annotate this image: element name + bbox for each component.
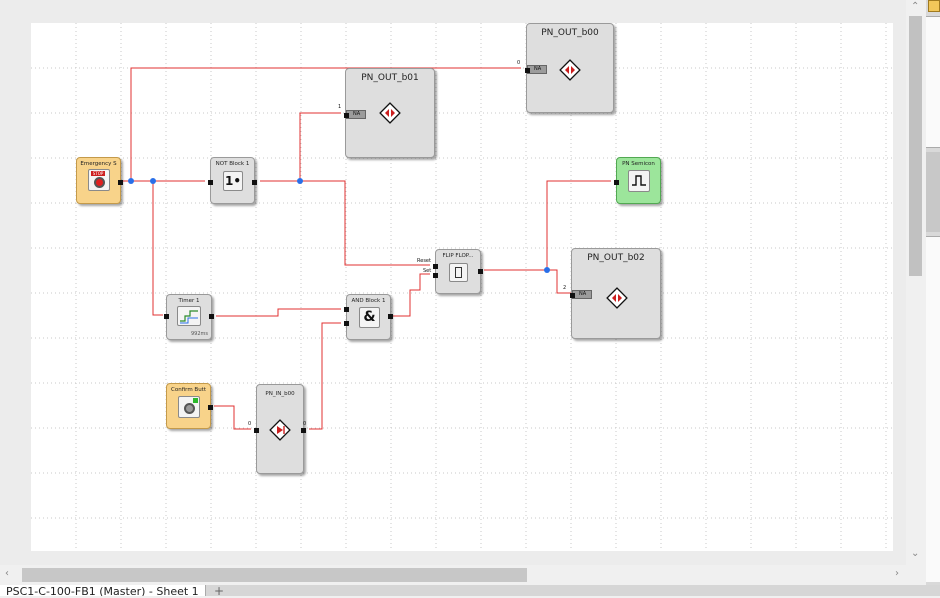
input-pin[interactable] [344,321,349,326]
and-gate-icon: & [359,307,380,328]
flip-flop-block[interactable]: FLIP FLOP... [433,249,483,294]
stop-badge: STOP [91,171,105,176]
block-title: PN_OUT_b01 [361,73,419,83]
scroll-left-icon[interactable]: ‹ [5,568,9,579]
timer-icon [177,306,201,326]
output-pin[interactable] [301,428,306,433]
network-input-icon [269,419,291,441]
add-sheet-icon[interactable]: + [214,584,225,598]
block-title: NOT Block 1 [215,161,250,167]
horizontal-scroll-thumb[interactable] [22,568,527,582]
output-pin[interactable] [118,180,123,185]
confirm-button-icon [178,396,200,418]
reset-label: Reset [417,258,431,264]
pn-out-b00-block[interactable]: PN_OUT_b00 NA [525,23,614,113]
block-title: Timer 1 [178,298,200,304]
input-pin[interactable] [254,428,259,433]
right-panel [926,0,940,585]
na-input-pin[interactable]: NA [570,290,592,299]
scroll-down-icon[interactable]: ⌄ [911,548,920,559]
step-wave-icon [180,310,198,324]
set-input-pin[interactable] [433,273,438,278]
panel-section [926,16,940,148]
block-title: PN Semicon [622,161,655,167]
pin-index: 1 [338,104,342,110]
block-title: Confirm Butt [171,387,206,393]
wire-junction [544,267,550,273]
output-pin[interactable] [208,405,213,410]
network-output-icon [606,287,628,309]
pn-out-b02-block[interactable]: PN_OUT_b02 NA [570,248,661,339]
block-title: FLIP FLOP... [442,253,474,259]
not-gate-icon: 1• [223,171,243,191]
block-title: PN_OUT_b02 [587,253,645,263]
output-pin[interactable] [252,180,257,185]
na-input-pin[interactable]: NA [525,65,547,74]
block-title: AND Block 1 [351,298,386,304]
pin-index: 2 [563,285,567,291]
timer-block[interactable]: Timer 1 992ms [164,294,214,340]
vertical-scroll-thumb[interactable] [909,16,922,276]
block-title: PN_IN_b00 [265,391,295,397]
output-pin[interactable] [209,314,214,319]
and-block[interactable]: AND Block 1 & [344,294,393,340]
pn-in-block[interactable]: PN_IN_b00 [254,384,306,474]
flip-flop-icon [449,263,468,282]
input-index: 0 [248,421,252,427]
input-pin[interactable] [614,180,619,185]
logic-editor: Emergency S STOP NOT Block 1 1• Timer 1 … [31,23,893,551]
vertical-scrollbar[interactable]: ⌃ ⌄ [906,0,926,565]
panel-icon[interactable] [928,0,940,12]
wire-junction [150,178,156,184]
block-title: Emergency S [80,161,117,167]
pn-semicon-block[interactable]: PN Semicon [614,157,661,204]
emergency-stop-icon: STOP [88,169,110,191]
output-pin[interactable] [388,314,393,319]
block-title: PN_OUT_b00 [541,28,599,38]
pin-index: 0 [517,60,521,66]
pulse-icon [628,170,650,192]
pulse-wave-icon [632,175,646,186]
output-index: 0 [303,421,307,427]
output-pin[interactable] [478,269,483,274]
sheet-tab-bar: PSC1-C-100-FB1 (Master) - Sheet 1 + [0,584,940,598]
input-pin[interactable] [208,180,213,185]
na-input-pin[interactable]: NA [344,110,366,119]
wire-junction [128,178,134,184]
network-output-icon [379,102,401,124]
scroll-up-icon[interactable]: ⌃ [911,1,920,12]
horizontal-scrollbar[interactable]: ‹ › [0,565,906,585]
timer-value: 992ms [190,331,208,337]
input-pin[interactable] [164,314,169,319]
scroll-right-icon[interactable]: › [895,568,899,579]
sheet-tab[interactable]: PSC1-C-100-FB1 (Master) - Sheet 1 [0,585,206,596]
reset-input-pin[interactable] [433,264,438,269]
emergency-stop-block[interactable]: Emergency S STOP [76,157,123,204]
wire-junction [297,178,303,184]
panel-section [926,236,940,582]
confirm-button-block[interactable]: Confirm Butt [166,383,213,429]
not-block[interactable]: NOT Block 1 1• [208,157,257,204]
pn-out-b01-block[interactable]: PN_OUT_b01 NA [344,68,435,158]
network-output-icon [559,59,581,81]
panel-section [926,152,940,232]
input-pin[interactable] [344,307,349,312]
set-label: Set [423,268,432,274]
